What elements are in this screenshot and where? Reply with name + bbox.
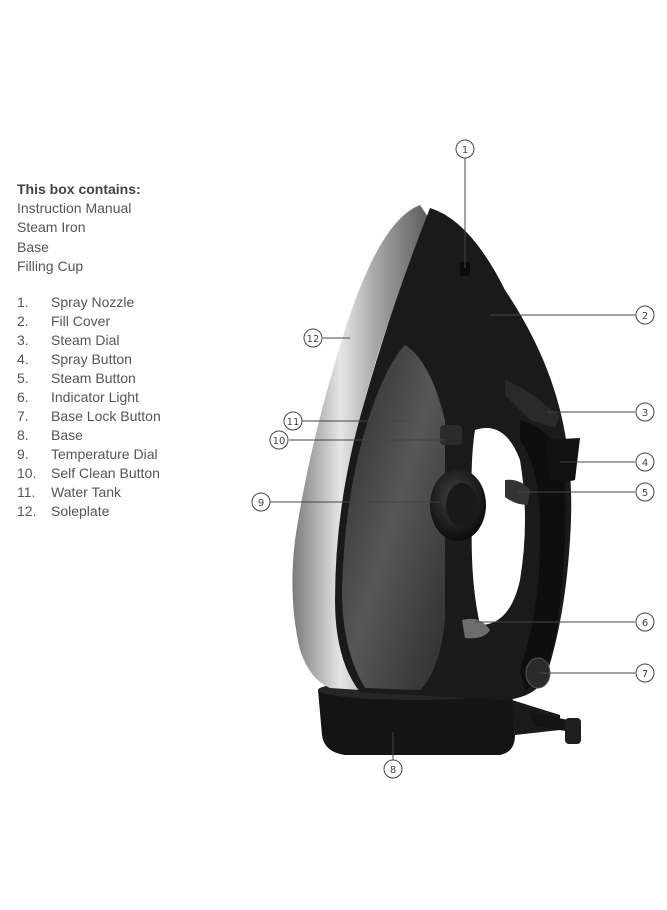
soleplate — [292, 205, 430, 690]
parts-list-item: 2. Fill Cover — [17, 312, 161, 331]
parts-list-item: 11. Water Tank — [17, 483, 161, 502]
part-name: Steam Button — [51, 370, 136, 386]
parts-list-item: 9. Temperature Dial — [17, 445, 161, 464]
parts-list-item: 12. Soleplate — [17, 502, 161, 521]
part-number: 1. — [17, 294, 29, 310]
box-item: Steam Iron — [17, 219, 86, 236]
part-name: Self Clean Button — [51, 465, 160, 481]
part-name: Spray Button — [51, 351, 132, 367]
part-name: Base — [51, 427, 83, 443]
leader-lines — [270, 158, 635, 760]
parts-list-item: 5. Steam Button — [17, 369, 161, 388]
part-number: 6. — [17, 389, 29, 405]
callout-6: 6 — [635, 612, 655, 632]
parts-list-item: 3. Steam Dial — [17, 331, 161, 350]
part-name: Steam Dial — [51, 332, 120, 348]
parts-list-item: 10. Self Clean Button — [17, 464, 161, 483]
part-number: 4. — [17, 351, 29, 367]
callout-2: 2 — [635, 305, 655, 325]
callout-label: 8 — [390, 765, 396, 776]
callout-7: 7 — [635, 663, 655, 683]
box-item: Filling Cup — [17, 257, 84, 274]
callout-label: 12 — [307, 334, 320, 345]
indicator-light — [462, 618, 490, 639]
box-contents: This box contains: Instruction Manual St… — [17, 180, 141, 276]
part-name: Water Tank — [51, 484, 122, 500]
callout-label: 4 — [642, 458, 648, 469]
parts-list-item: 7. Base Lock Button — [17, 407, 161, 426]
parts-list: 1. Spray Nozzle 2. Fill Cover 3. Steam Dial… — [17, 293, 161, 521]
part-number: 5. — [17, 370, 29, 386]
temperature-dial — [430, 469, 486, 541]
part-name: Soleplate — [51, 503, 110, 519]
part-number: 10. — [17, 465, 37, 481]
box-contents-heading: This box contains: — [17, 181, 141, 197]
parts-list-item: 8. Base — [17, 426, 161, 445]
power-cord — [530, 712, 581, 744]
callout-8: 8 — [383, 759, 403, 779]
spray-button — [545, 438, 580, 482]
steam-button — [505, 479, 530, 505]
part-name: Indicator Light — [51, 389, 139, 405]
callout-label: 10 — [273, 436, 286, 447]
callout-label: 7 — [642, 669, 648, 680]
part-number: 3. — [17, 332, 29, 348]
parts-list-item: 1. Spray Nozzle — [17, 293, 161, 312]
part-name: Base Lock Button — [51, 408, 161, 424]
callout-3: 3 — [635, 402, 655, 422]
part-number: 8. — [17, 427, 29, 443]
spray-nozzle — [460, 262, 470, 276]
callout-label: 1 — [462, 145, 468, 156]
parts-list-item: 6. Indicator Light — [17, 388, 161, 407]
part-number: 7. — [17, 408, 29, 424]
callout-label: 9 — [258, 498, 264, 509]
part-number: 12. — [17, 503, 37, 519]
water-tank — [342, 345, 445, 690]
callout-label: 5 — [642, 488, 648, 499]
callout-label: 2 — [642, 311, 648, 322]
part-name: Spray Nozzle — [51, 294, 135, 310]
handle-opening — [471, 428, 525, 625]
callout-5: 5 — [635, 482, 655, 502]
box-item: Instruction Manual — [17, 200, 132, 217]
callout-4: 4 — [635, 452, 655, 472]
callout-12: 12 — [303, 328, 323, 348]
callout-10: 10 — [269, 430, 289, 450]
part-number: 2. — [17, 313, 29, 329]
parts-list-item: 4. Spray Button — [17, 350, 161, 369]
callout-label: 6 — [642, 618, 648, 629]
self-clean-button — [440, 425, 462, 445]
callout-11: 11 — [283, 411, 303, 431]
box-item: Base — [17, 238, 49, 255]
callout-label: 11 — [287, 417, 300, 428]
callout-label: 3 — [642, 408, 648, 419]
callout-1: 1 — [455, 139, 475, 159]
part-name: Fill Cover — [51, 313, 111, 329]
callout-9: 9 — [251, 492, 271, 512]
steam-dial — [505, 380, 560, 428]
part-number: 11. — [17, 484, 36, 500]
part-name: Temperature Dial — [51, 446, 158, 462]
part-number: 9. — [17, 446, 29, 462]
